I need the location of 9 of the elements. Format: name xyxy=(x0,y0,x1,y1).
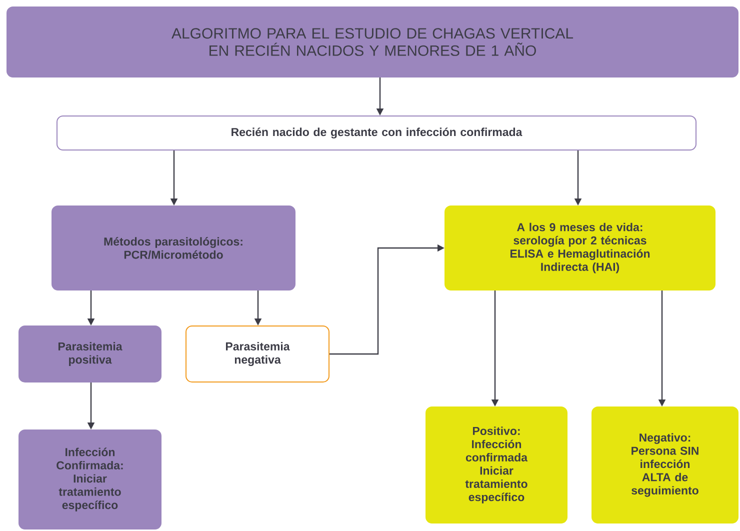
process-box: A los 9 meses de vida: serología por 2 técnicas ELISA e Hemaglutinación Indirecta (HAI) xyxy=(444,206,716,290)
title-box: ALGORITMO PARA EL ESTUDIO DE CHAGAS VERTICAL EN RECIÉN NACIDOS Y MENORES DE 1 AÑO xyxy=(6,6,738,78)
process-box: Recién nacido de gestante con infección confirmada xyxy=(56,116,696,150)
process-box: Positivo: Infección confirmada Iniciar tratamiento específico xyxy=(426,406,568,524)
process-box: Parasitemia negativa xyxy=(186,326,330,382)
process-box: Métodos parasitológicos: PCR/Micrométodo xyxy=(52,206,296,290)
process-box: Negativo: Persona SIN infección ALTA de seguimiento xyxy=(592,406,738,524)
process-box: Parasitemia positiva xyxy=(18,326,162,382)
process-box: Infección Confirmada: Iniciar tratamiento específico xyxy=(18,430,162,530)
